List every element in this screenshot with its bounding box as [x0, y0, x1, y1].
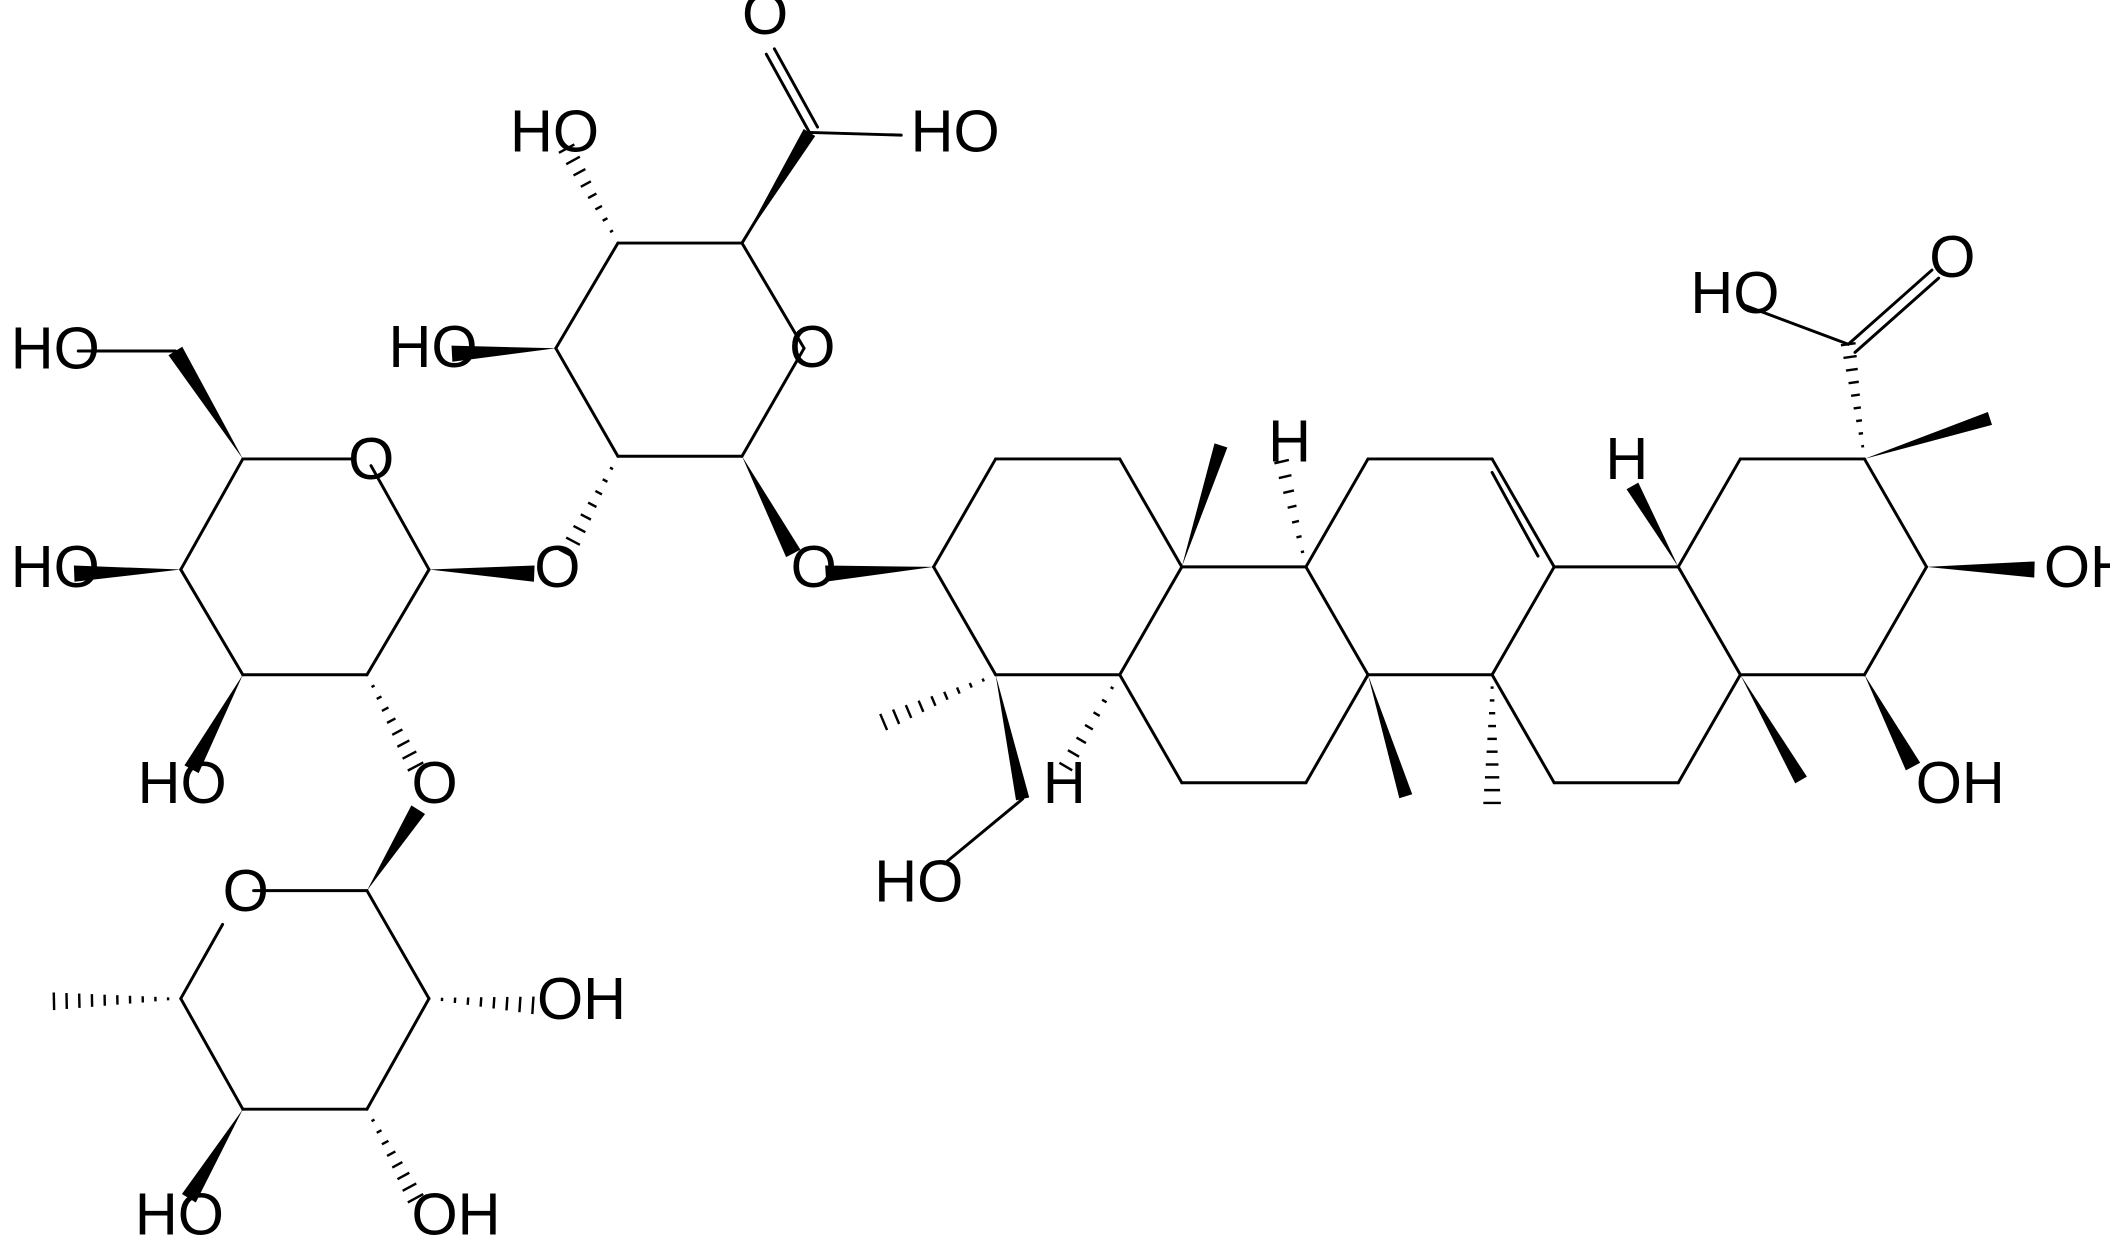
wedge-bond — [742, 456, 801, 558]
ring-C-double — [1490, 470, 1540, 558]
ring-A — [932, 565, 998, 677]
s2-ring — [369, 464, 431, 572]
sugar2-oh-a: HO — [11, 533, 100, 600]
wedge-bond — [995, 674, 1030, 801]
core-acid-hydroxyl: HO — [1690, 259, 1779, 326]
glucuronide-oh-4: HO — [389, 313, 478, 380]
ring-D — [1676, 673, 1742, 785]
acid-hydroxyl: HO — [911, 97, 1000, 164]
wedge-bond — [1740, 674, 1807, 784]
gluA-acid-c-o — [764, 52, 811, 134]
ring-E — [1862, 565, 1929, 677]
gluA-acid-oh — [807, 130, 903, 137]
glycosidic-oxygen-core: O — [791, 533, 837, 600]
rha-ring — [179, 922, 225, 1001]
gluA-ring — [554, 346, 620, 458]
wedge-bond — [1181, 443, 1228, 567]
rha-ring — [179, 997, 245, 1111]
wedge-bonds — [73, 128, 2035, 1203]
core-acid-carbonyl-oxygen: O — [1929, 223, 1975, 290]
wedge-bond — [1367, 674, 1413, 799]
wedge-bond — [168, 346, 243, 459]
sugar2-ring-oxygen: O — [348, 425, 394, 492]
glycosidic-oxygen-rha: O — [411, 749, 457, 816]
ring-B — [1304, 673, 1370, 785]
wedge-bond — [366, 805, 426, 891]
s2-ring — [179, 568, 245, 677]
wedge-bond — [825, 565, 934, 582]
hash-bond — [1840, 342, 1865, 448]
core-h-1: H — [1268, 408, 1311, 475]
wedge-bond — [184, 674, 243, 774]
core-acid-oh — [1738, 302, 1850, 346]
ring-C — [1490, 457, 1556, 569]
ring-D — [1490, 673, 1556, 785]
glucuronide-oh-3: HO — [510, 97, 599, 164]
rhamnose-ring-oxygen: O — [223, 857, 269, 924]
s2-ring — [179, 457, 245, 572]
ring-A — [932, 457, 998, 569]
wedge-bond — [742, 128, 816, 244]
hash-bonds — [52, 143, 1865, 1204]
ring-D — [1676, 565, 1742, 677]
s2-ring — [365, 568, 431, 677]
wedge-bond — [1864, 412, 1993, 459]
rhamnose-oh-c: HO — [135, 1181, 224, 1243]
gluA-ring — [740, 346, 806, 458]
ring-B — [1118, 673, 1184, 785]
ring-E — [1862, 457, 1929, 569]
core-acid-c-o — [1853, 276, 1941, 354]
hash-bond — [440, 996, 535, 1015]
wedge-bond — [1864, 674, 1921, 771]
core-oh-a: OH — [2044, 533, 2110, 600]
ring-A — [1118, 565, 1184, 677]
acid-carbonyl-oxygen: O — [742, 0, 788, 47]
hash-bond — [1483, 686, 1501, 805]
gluA-ring — [740, 241, 806, 350]
wedge-bond — [429, 565, 535, 582]
hash-bond — [558, 143, 614, 234]
rhamnose-oh-a: OH — [537, 965, 626, 1032]
core-hydroxymethyl-oh: HO — [874, 847, 963, 914]
glycosidic-oxygen-sugar2: O — [534, 533, 580, 600]
gluA-acid-c-o — [772, 47, 820, 129]
gluA-ring — [554, 241, 620, 350]
ring-B — [1304, 565, 1370, 677]
core-ch2oh — [942, 797, 1025, 866]
hash-bond — [52, 992, 170, 1011]
core-acid-c-o — [1846, 268, 1934, 346]
rha-ring — [365, 997, 431, 1111]
ring-C — [1490, 565, 1556, 677]
ring-E — [1676, 457, 1742, 569]
wedge-bond — [1626, 482, 1679, 567]
core-h-3: H — [1043, 749, 1086, 816]
core-oh-b: OH — [1916, 749, 2005, 816]
hash-bond — [370, 684, 424, 772]
hash-bond — [370, 1118, 424, 1204]
rha-ring — [365, 889, 431, 1001]
hash-bond — [1274, 458, 1305, 554]
ring-A — [1118, 457, 1184, 569]
wedge-bond — [73, 565, 181, 582]
rhamnose-oh-b: OH — [411, 1181, 500, 1243]
sugar2-hydroxymethyl-oh: HO — [11, 315, 100, 382]
sugar2-oh-b: HO — [138, 749, 227, 816]
wedge-bond — [181, 1109, 243, 1203]
hash-bond — [558, 466, 614, 559]
glucuronide-ring-oxygen: O — [789, 313, 835, 380]
bond-lines — [76, 47, 1941, 1111]
wedge-bond — [451, 345, 556, 362]
hash-bond — [879, 678, 985, 731]
core-h-2: H — [1605, 425, 1648, 492]
ring-C — [1304, 457, 1370, 569]
wedge-bond — [1926, 561, 2035, 578]
hash-bond — [1058, 686, 1115, 772]
